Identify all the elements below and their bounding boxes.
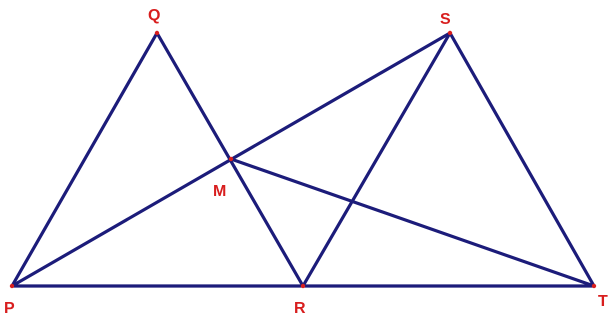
point-p (9, 283, 15, 289)
segment-pq (10, 31, 159, 288)
label-p: P (4, 300, 15, 317)
labels-layer: P Q R S M T (4, 7, 608, 317)
point-t (591, 283, 597, 289)
label-q: Q (148, 7, 160, 24)
point-m (228, 156, 234, 162)
points-layer (9, 30, 597, 289)
segment-st (448, 31, 596, 288)
segment-mt (229, 157, 596, 288)
label-t: T (598, 293, 608, 310)
point-q (154, 30, 160, 36)
label-m: M (213, 183, 226, 200)
segment-rs (301, 31, 452, 288)
label-r: R (294, 300, 306, 317)
point-s (447, 30, 453, 36)
segments-layer (10, 31, 596, 288)
point-r (300, 283, 306, 289)
label-s: S (440, 11, 451, 28)
